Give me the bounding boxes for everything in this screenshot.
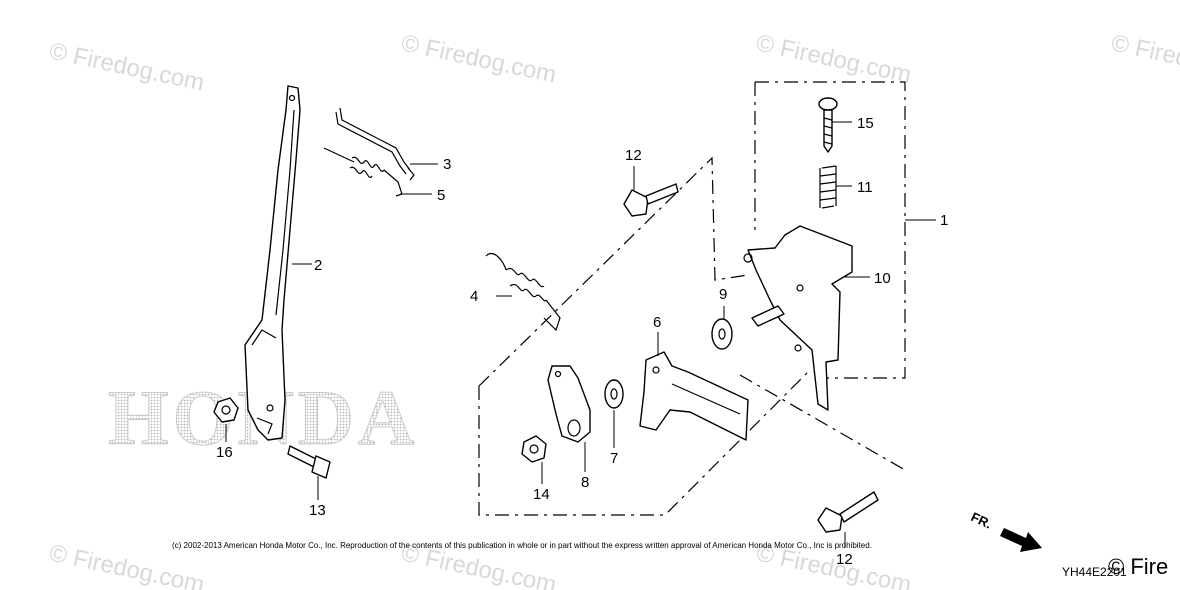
- callout-14: 14: [533, 486, 550, 503]
- callout-5: 5: [437, 187, 445, 204]
- watermark: © Firedog.com: [754, 29, 914, 88]
- callout-7: 7: [610, 450, 618, 467]
- callout-13: 13: [309, 502, 326, 519]
- callout-16: 16: [216, 444, 233, 461]
- callout-2: 2: [314, 257, 322, 274]
- cam-plate-part-8[interactable]: [547, 365, 591, 443]
- nut-part-14[interactable]: [521, 435, 547, 463]
- assembly-outline: [478, 81, 906, 516]
- spring-part-11[interactable]: [819, 165, 837, 209]
- callout-3: 3: [443, 156, 451, 173]
- control-lever-part-6[interactable]: [639, 351, 749, 441]
- callout-1: 1: [940, 212, 948, 229]
- callout-8: 8: [581, 474, 589, 491]
- nut-part-16[interactable]: [213, 397, 239, 423]
- callout-9: 9: [719, 286, 727, 303]
- callout-4: 4: [470, 288, 478, 305]
- callout-labels: 1 2 3 4 5 6 7 8 9 10 11 12 12 13 14 15 1…: [216, 115, 948, 568]
- callout-6: 6: [653, 314, 661, 331]
- bolt-part-13[interactable]: [287, 445, 331, 479]
- callout-10: 10: [874, 270, 891, 287]
- washer-part-7[interactable]: [604, 379, 624, 409]
- small-spring-part-5[interactable]: [323, 147, 403, 197]
- flange-bolt-part-12-top[interactable]: [623, 183, 679, 217]
- diagram-code: YH44E2201: [1062, 565, 1127, 579]
- bracket-plate-part-10[interactable]: [743, 225, 853, 411]
- spring-part-4[interactable]: [485, 253, 561, 332]
- watermark: © Firedog.com: [47, 37, 207, 96]
- watermark: © Firedog.com: [1109, 29, 1180, 88]
- corner-watermark: © Fire: [1108, 554, 1168, 579]
- leader-lines: [225, 121, 936, 548]
- lever-arm-part-2[interactable]: [244, 85, 301, 441]
- washer-part-9[interactable]: [711, 318, 733, 350]
- callout-12-top: 12: [625, 147, 642, 164]
- copyright-notice: (c) 2002-2013 American Honda Motor Co., …: [172, 541, 872, 550]
- screw-part-15[interactable]: [818, 97, 838, 153]
- front-indicator: FR.: [969, 509, 1042, 552]
- flange-bolt-part-12-bottom[interactable]: [817, 491, 879, 533]
- callout-11: 11: [857, 179, 873, 196]
- callout-15: 15: [857, 115, 874, 132]
- watermark: © Firedog.com: [399, 29, 559, 88]
- watermark-group: © Firedog.com © Firedog.com © Firedog.co…: [47, 29, 1180, 590]
- wire-rod-part-3[interactable]: [335, 107, 415, 181]
- svg-text:FR.: FR.: [969, 509, 994, 531]
- callout-12-bottom: 12: [836, 551, 853, 568]
- front-arrow-icon: [1000, 528, 1042, 552]
